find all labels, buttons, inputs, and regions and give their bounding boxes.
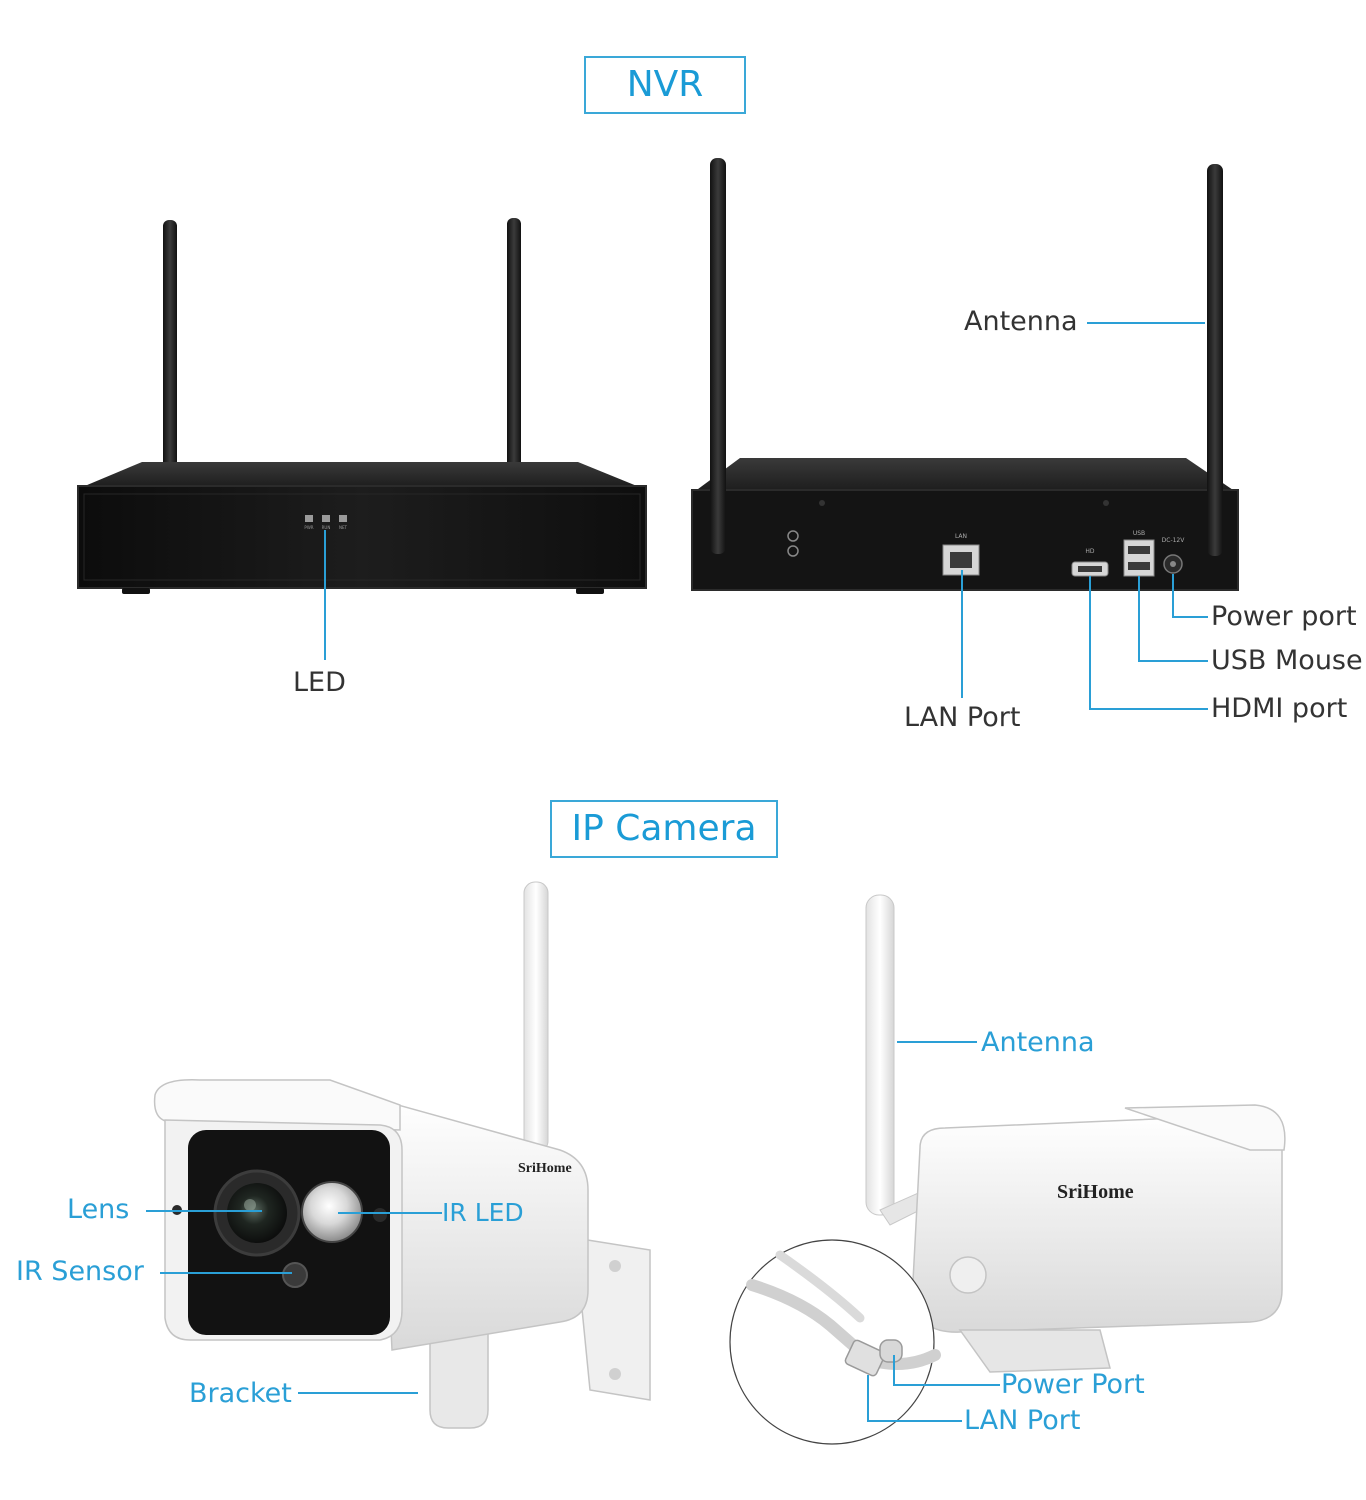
nvr-antenna-label: Antenna: [964, 306, 1078, 337]
camera-antenna-label: Antenna: [981, 1027, 1095, 1058]
camera-front-antenna: [523, 881, 549, 1153]
ir-sensor-label: IR Sensor: [16, 1256, 144, 1287]
ground-screw-icon: [787, 530, 799, 542]
camera-front-brand: SriHome: [518, 1161, 572, 1176]
cable-inset-circle: [729, 1239, 935, 1445]
camera-front-device: SriHome: [146, 881, 651, 1429]
led-run-icon: [322, 515, 330, 522]
power-port-callout-line: [1172, 574, 1208, 618]
nvr-front-antenna-right: [507, 218, 521, 470]
usb-port-icon: [1123, 539, 1155, 577]
nvr-front-top-panel: [80, 462, 642, 488]
led-run-label: RUN: [322, 525, 331, 530]
camera-back-brand: SriHome: [1057, 1181, 1134, 1203]
lens-label: Lens: [67, 1194, 130, 1225]
usb-mouse-label: USB Mouse: [1211, 645, 1363, 676]
led-net-label: NET: [339, 525, 348, 530]
ir-led-label: IR LED: [442, 1198, 524, 1227]
led-indicator-group: [305, 515, 347, 522]
camera-front-body: [379, 1098, 589, 1351]
camera-lan-port-callout-line: [867, 1375, 962, 1422]
camera-back-antenna: [865, 894, 895, 1216]
nvr-front-device: PWR RUN NET: [77, 218, 647, 660]
ir-sensor-icon: [282, 1262, 308, 1288]
lan-port-label: LAN Port: [904, 702, 1021, 733]
camera-lan-port-label: LAN Port: [964, 1405, 1081, 1436]
port-lan-label: LAN: [955, 533, 967, 540]
nvr-back-antenna-left: [710, 158, 726, 554]
nvr-back-antenna-right: [1207, 164, 1223, 556]
camera-back-device: SriHome: [729, 894, 1286, 1445]
nvr-front-foot-left: [122, 588, 150, 594]
cable-inset-wire: [746, 1279, 941, 1370]
camera-back-body: [911, 1114, 1283, 1333]
port-dc-label: DC-12V: [1162, 537, 1186, 544]
port-hd-label: HD: [1085, 548, 1095, 555]
power-connector-icon: [879, 1339, 903, 1363]
led-pwr-icon: [305, 515, 313, 522]
hdmi-port-label: HDMI port: [1211, 693, 1348, 724]
nvr-back-device: LAN HD USB DC-12V: [691, 158, 1239, 710]
nvr-section-title: NVR: [584, 56, 746, 114]
power-port-label: Power port: [1211, 601, 1357, 632]
port-usb-label: USB: [1133, 530, 1145, 537]
bracket-label: Bracket: [189, 1378, 292, 1409]
nvr-front-antenna-left: [163, 220, 177, 470]
hdmi-port-callout-line: [1089, 576, 1208, 710]
usb-mouse-callout-line: [1138, 576, 1208, 662]
led-net-icon: [339, 515, 347, 522]
nvr-back-top-panel: [694, 458, 1236, 492]
camera-front-hood: [153, 1079, 401, 1131]
ground-symbol-icon: [787, 545, 799, 557]
camera-power-port-callout-line: [893, 1355, 1000, 1386]
camera-section-title: IP Camera: [550, 800, 778, 858]
nvr-front-face: [77, 485, 647, 589]
camera-power-port-label: Power Port: [1001, 1369, 1145, 1400]
led-label: LED: [293, 667, 346, 698]
nvr-front-foot-right: [576, 588, 604, 594]
lan-connector-icon: [844, 1339, 886, 1377]
led-pwr-label: PWR: [304, 525, 313, 530]
